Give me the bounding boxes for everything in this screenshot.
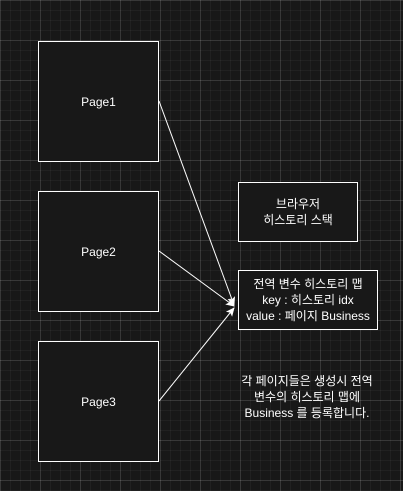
history-map-line-3: value : 페이지 Business [246, 309, 370, 323]
history-map-line-1: 전역 변수 히스토리 맵 [253, 277, 363, 291]
edge-page1-to-history-map [158, 100, 235, 306]
edge-page2-to-history-map [158, 250, 235, 307]
node-page1[interactable]: Page1 [38, 41, 159, 162]
node-page3[interactable]: Page3 [38, 341, 159, 462]
node-page2-label: Page2 [81, 244, 116, 259]
history-map-line-2: key : 히스토리 idx [262, 293, 354, 307]
node-browser-history-stack[interactable]: 브라우저 히스토리 스택 [238, 182, 358, 242]
annotation-note: 각 페이지들은 생성시 전역 변수의 히스토리 맵에 Business 를 등록… [232, 373, 382, 421]
node-page2[interactable]: Page2 [38, 191, 159, 312]
note-line-3: Business 를 등록합니다. [244, 406, 370, 420]
node-page3-label: Page3 [81, 394, 116, 409]
note-line-1: 각 페이지들은 생성시 전역 [241, 374, 373, 388]
history-stack-line-2: 히스토리 스택 [263, 213, 333, 227]
node-global-history-map[interactable]: 전역 변수 히스토리 맵 key : 히스토리 idx value : 페이지 … [238, 270, 378, 330]
note-line-2: 변수의 히스토리 맵에 [253, 390, 361, 404]
node-browser-history-stack-label: 브라우저 히스토리 스택 [263, 196, 333, 228]
history-stack-line-1: 브라우저 [275, 197, 321, 211]
node-page1-label: Page1 [81, 94, 116, 109]
edge-page3-to-history-map [158, 307, 235, 402]
